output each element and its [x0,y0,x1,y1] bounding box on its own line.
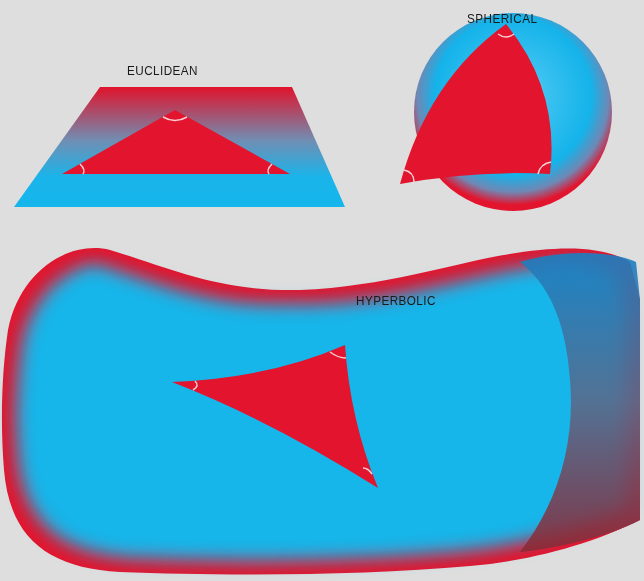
geometry-label: HYPERBOLIC [356,293,436,308]
saddle-surface [2,248,640,574]
geometry-label: EUCLIDEAN [127,63,198,78]
geometry-label: SPHERICAL [467,11,537,26]
euclidean-plane [14,87,345,207]
sphere [400,13,612,211]
